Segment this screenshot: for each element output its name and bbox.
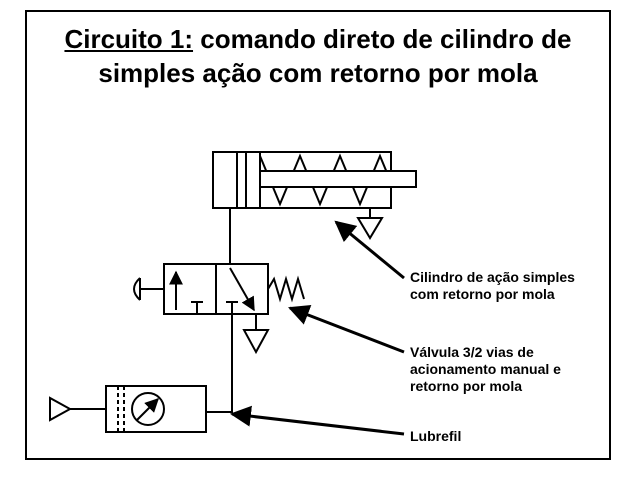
title-rest: comando direto de cilindro de simples aç…	[98, 24, 572, 88]
callout-arrow-cylinder	[334, 220, 405, 280]
callout-arrow-lubrefil	[229, 405, 405, 436]
label-valve: Válvula 3/2 vias de acionamento manual e…	[410, 344, 561, 394]
callout-arrow-valve	[288, 305, 405, 354]
title-lead: Circuito 1:	[64, 24, 194, 54]
page-title: Circuito 1: comando direto de cilindro d…	[25, 22, 611, 90]
valve-3-2-icon	[133, 263, 305, 355]
frl-unit-icon	[49, 385, 207, 433]
cylinder-spring-return-icon	[212, 151, 417, 240]
pipe-valve-lubrefil	[206, 314, 233, 413]
label-lubrefil: Lubrefil	[410, 428, 462, 444]
label-cylinder: Cilindro de ação simples com retorno por…	[410, 269, 575, 302]
